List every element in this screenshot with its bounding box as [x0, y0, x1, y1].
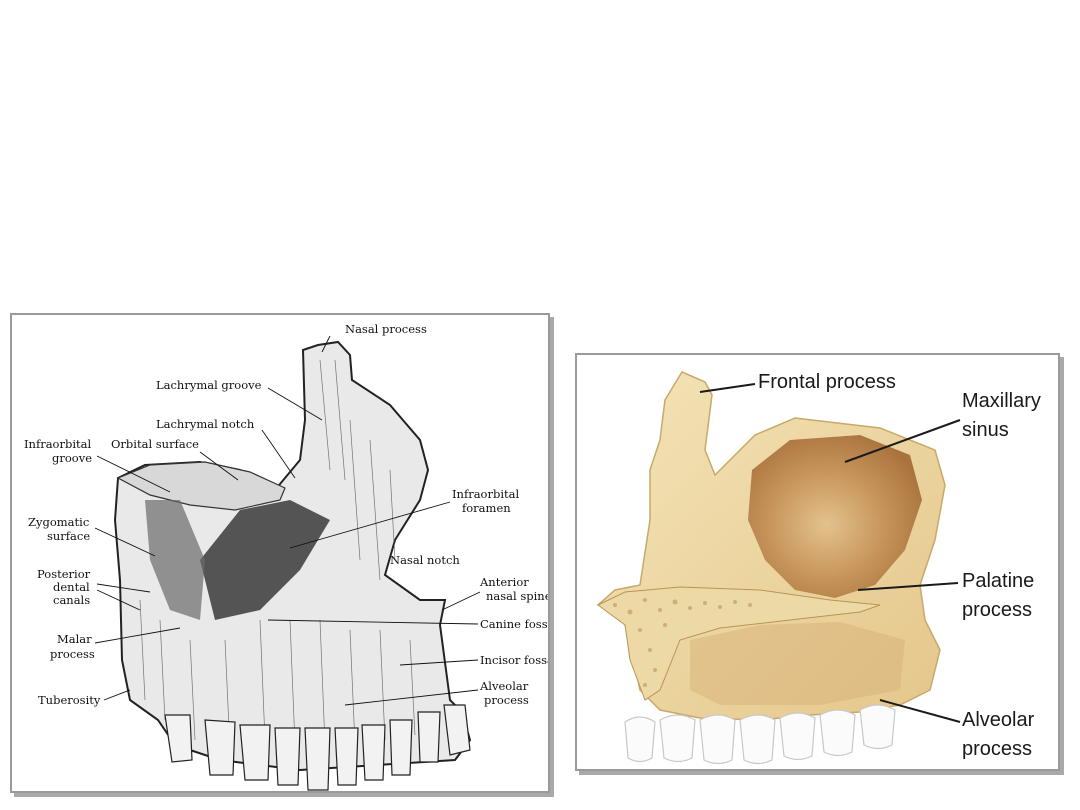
- label-palatine-process-line2: process: [962, 599, 1032, 621]
- label-posterior-dental-line2: dental: [53, 580, 90, 594]
- label-infraorbital-foramen-line1: Infraorbital: [452, 487, 519, 501]
- label-anterior-nasal-spine-line2: nasal spine: [486, 589, 548, 603]
- engraved-maxilla-figure: Nasal process Lachrymal groove Lachrymal…: [24, 322, 555, 791]
- label-zygomatic-surface-line1: Zygomatic: [28, 515, 89, 529]
- label-zygomatic-surface-line2: surface: [47, 529, 90, 543]
- label-malar-process-line1: Malar: [57, 632, 92, 646]
- left-figure-panel: Nasal process Lachrymal groove Lachrymal…: [10, 313, 555, 793]
- label-posterior-dental-line1: Posterior: [37, 567, 91, 581]
- palatine-shelf: [597, 586, 881, 701]
- label-lachrymal-groove: Lachrymal groove: [156, 378, 262, 392]
- label-alveolar-process-line1: Alveolar: [479, 679, 529, 693]
- label-maxillary-sinus-line2: sinus: [962, 419, 1009, 441]
- label-tuberosity: Tuberosity: [38, 693, 101, 707]
- label-incisor-fossa: Incisor fossa: [480, 653, 548, 667]
- label-orbital-surface: Orbital surface: [111, 437, 199, 451]
- label-malar-process-line2: process: [50, 647, 95, 661]
- label-alveolar-process-right-line2: process: [962, 738, 1032, 760]
- label-anterior-nasal-spine-line1: Anterior: [479, 575, 529, 589]
- maxillary-sinus-cavity: [748, 435, 922, 598]
- label-infraorbital-groove-line2: groove: [52, 451, 92, 465]
- label-maxillary-sinus-line1: Maxillary: [962, 390, 1041, 412]
- label-palatine-process-line1: Palatine: [962, 570, 1034, 592]
- label-infraorbital-foramen-line2: foramen: [462, 501, 511, 515]
- label-nasal-notch: Nasal notch: [390, 553, 460, 567]
- label-alveolar-process-right-line1: Alveolar: [962, 709, 1035, 731]
- label-canine-fossa: Canine fossa: [480, 617, 548, 631]
- label-infraorbital-groove-line1: Infraorbital: [24, 437, 91, 451]
- right-figure-panel: Frontal process Maxillary sinus Palatine…: [575, 353, 1060, 771]
- label-alveolar-process-line2: process: [484, 693, 529, 707]
- label-nasal-process: Nasal process: [345, 322, 427, 336]
- label-posterior-dental-line3: canals: [53, 593, 90, 607]
- label-lachrymal-notch: Lachrymal notch: [156, 417, 255, 431]
- label-frontal-process: Frontal process: [758, 371, 896, 393]
- colored-maxilla-figure: Frontal process Maxillary sinus Palatine…: [596, 371, 1041, 765]
